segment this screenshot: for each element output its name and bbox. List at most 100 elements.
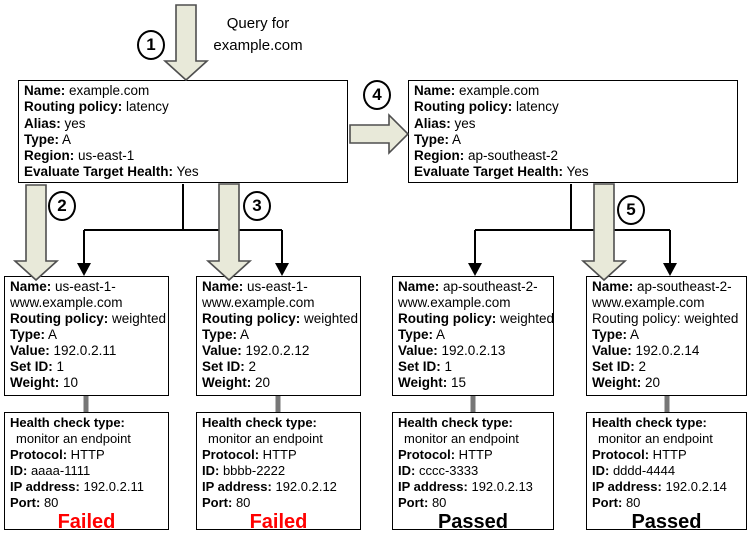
record-field: www.example.com [10, 295, 123, 310]
record-field: IP address: 192.0.2.12 [202, 479, 337, 494]
health-status: Failed [249, 511, 308, 533]
record-field: Routing policy: latency [24, 99, 169, 115]
step-badge-1: 1 [137, 30, 165, 60]
record-field: Name: us-east-1- [202, 279, 308, 294]
record-field: Region: ap-southeast-2 [414, 148, 559, 164]
record-field: Weight: 10 [10, 375, 79, 390]
record-field: Evaluate Target Health: Yes [24, 164, 199, 180]
health-status: Failed [57, 511, 116, 533]
record-field: Name: us-east-1- [10, 279, 116, 294]
record-field: Alias: yes [24, 115, 86, 131]
record-field: Type: A [10, 327, 58, 342]
record-field: Type: A [414, 131, 462, 147]
record-field: Name: ap-southeast-2- [398, 279, 538, 294]
record-field: Set ID: 2 [592, 359, 647, 374]
query-label-line2: example.com [213, 37, 303, 54]
record-field: monitor an endpoint [16, 431, 131, 446]
record-field: Port: 80 [202, 495, 251, 510]
record-field: Health check type: [10, 415, 125, 430]
record-field: Region: us-east-1 [24, 148, 135, 164]
record-field: Value: 192.0.2.12 [202, 343, 310, 358]
record-field: Port: 80 [592, 495, 641, 510]
record-field: monitor an endpoint [598, 431, 713, 446]
record-field: Value: 192.0.2.13 [398, 343, 506, 358]
record-field: Set ID: 1 [398, 359, 453, 374]
arrowhead-icon [468, 263, 482, 276]
health-status: Passed [437, 511, 509, 533]
step-number: 3 [252, 196, 262, 215]
query-label-line1: Query for [226, 15, 290, 32]
record-field: Name: example.com [24, 83, 150, 98]
record-field: www.example.com [398, 295, 511, 310]
record-field: ID: aaaa-1111 [10, 463, 91, 478]
step-badge-4: 4 [363, 80, 391, 110]
record-field: Routing policy: latency [414, 99, 559, 115]
record-field: Weight: 15 [398, 375, 467, 390]
record-field: Name: ap-southeast-2- [592, 279, 732, 294]
record-field: www.example.com [592, 295, 705, 310]
record-field: Alias: yes [414, 115, 476, 131]
record-field: Protocol: HTTP [10, 447, 105, 462]
record-field: IP address: 192.0.2.14 [592, 479, 727, 494]
health-status: Passed [631, 511, 702, 533]
record-field: Weight: 20 [202, 375, 271, 390]
record-field: Evaluate Target Health: Yes [414, 164, 589, 180]
record-field: Type: A [202, 327, 250, 342]
record-field: ID: cccc-3333 [398, 463, 479, 478]
step-number: 4 [372, 85, 382, 104]
record-field: Type: A [592, 327, 640, 342]
connector-tree-left [77, 184, 289, 276]
record-field: Protocol: HTTP [398, 447, 493, 462]
step-number: 1 [146, 35, 156, 54]
record-field: www.example.com [202, 295, 315, 310]
query-label: Query for example.com [192, 13, 324, 57]
record-field: Protocol: HTTP [202, 447, 297, 462]
health-check-link-stubs [83, 396, 670, 413]
record-field: Health check type: [202, 415, 317, 430]
record-field: Value: 192.0.2.14 [592, 343, 700, 358]
record-field: Port: 80 [10, 495, 59, 510]
record-field: Type: A [24, 131, 72, 147]
record-field: Protocol: HTTP [592, 447, 687, 462]
record-field: Value: 192.0.2.11 [10, 343, 117, 358]
record-field: Port: 80 [398, 495, 447, 510]
arrowhead-icon [275, 263, 289, 276]
record-field: monitor an endpoint [208, 431, 323, 446]
arrowhead-icon [663, 263, 677, 276]
step-badge-5: 5 [617, 195, 645, 225]
step-number: 5 [626, 200, 636, 219]
record-field: Set ID: 1 [10, 359, 65, 374]
record-field: Health check type: [398, 415, 513, 430]
record-field: Routing policy: weighted [398, 311, 555, 326]
record-field: ID: bbbb-2222 [202, 463, 286, 478]
record-field: Type: A [398, 327, 446, 342]
step-badge-2: 2 [48, 191, 76, 221]
record-field: ID: dddd-4444 [592, 463, 676, 478]
record-field: Set ID: 2 [202, 359, 257, 374]
step-badge-3: 3 [243, 191, 271, 221]
record-field: IP address: 192.0.2.13 [398, 479, 533, 494]
record-field: Routing policy: weighted [202, 311, 359, 326]
step-number: 2 [57, 196, 67, 215]
record-field: Name: example.com [414, 83, 540, 98]
record-field: IP address: 192.0.2.11 [10, 479, 144, 494]
record-field: Routing policy: weighted [10, 311, 167, 326]
record-field: monitor an endpoint [404, 431, 519, 446]
record-field: Routing policy: weighted [592, 311, 739, 326]
connector-tree-right [468, 184, 677, 276]
